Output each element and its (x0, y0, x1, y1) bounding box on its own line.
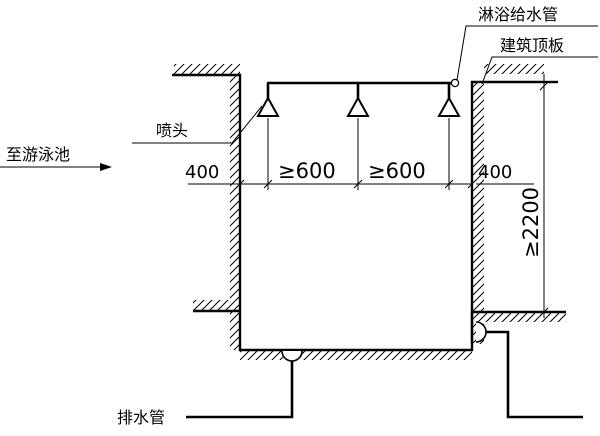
wall-outline-left-floor (172, 73, 566, 352)
dim-height: ≥2200 (519, 187, 543, 258)
label-ceiling: 建筑顶板 (500, 36, 564, 55)
label-drain: 排水管 (117, 408, 165, 427)
vertical-tick-top (539, 81, 549, 91)
sprinkler-head-2 (346, 83, 370, 117)
sprinkler-head-1 (256, 83, 280, 117)
leader-shower-pipe (456, 25, 598, 81)
dim-spacing-1: ≥600 (278, 159, 336, 183)
leader-sprinkler (132, 105, 263, 144)
right-wall-hatch (472, 82, 484, 344)
ceiling-hatch-right (484, 64, 544, 74)
dim-left-margin: 400 (185, 162, 219, 183)
label-sprinkler: 喷头 (156, 121, 188, 140)
dim-spacing-2: ≥600 (368, 159, 426, 183)
vertical-tick-bottom (539, 307, 549, 317)
floor-hatch-left (193, 300, 230, 310)
floor-drain (186, 350, 303, 419)
left-wall-hatch (230, 74, 240, 350)
sprinkler-head-3 (437, 83, 461, 117)
pipe-end-cap (450, 78, 460, 88)
floor-hatch-right (484, 312, 566, 322)
wall-outline-right (470, 80, 544, 342)
dimension-ticks (235, 179, 477, 189)
dim-right-margin: 400 (478, 162, 512, 183)
ceiling-hatch-left (174, 64, 240, 74)
label-shower-pipe: 淋浴给水管 (478, 5, 558, 24)
floor-hatch-bottom (240, 350, 472, 360)
to-pool-arrow-head (100, 163, 112, 171)
leader-ceiling (481, 56, 598, 85)
label-to-pool: 至游泳池 (6, 145, 70, 164)
wall-drain (475, 321, 583, 419)
